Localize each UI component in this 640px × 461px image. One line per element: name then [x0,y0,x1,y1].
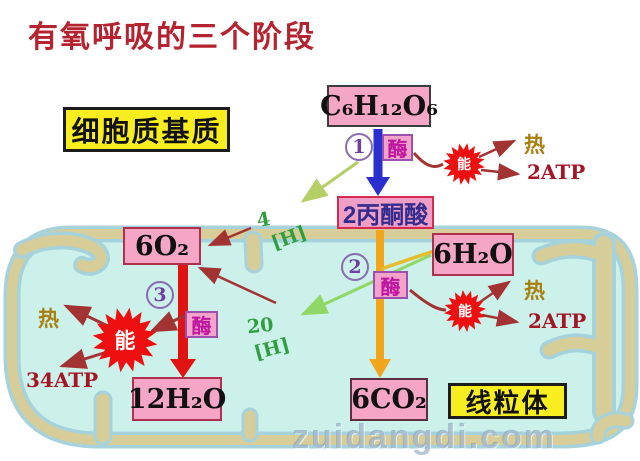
heat-label-stage1: 热 [524,134,545,157]
co2-box: 6CO₂ [350,378,428,421]
stage3-arrow [170,262,196,378]
atp-label-stage2: 2ATP [528,309,587,333]
watermark: zuidangdi.com [292,418,556,456]
hydrogen-count-stage2: 20 [245,313,275,339]
heat-label-stage3: 热 [38,308,59,331]
enzyme-label-stage2: 酶 [373,271,408,299]
connector-arrows [59,139,521,369]
water-in-box: 6H₂O [432,233,514,276]
cristae [13,230,635,446]
stage1-number: 1 [345,133,373,161]
stage3-number: 3 [146,281,174,309]
energy-glyph-stage2: 能 [458,303,472,319]
glucose-box: C₆H₁₂O₆ [320,85,438,127]
pyruvate-box: 2丙酮酸 [337,196,434,229]
energy-glyph-stage1: 能 [457,156,471,172]
water-out-box: 12H₂O [128,377,226,421]
stage2-number: 2 [341,253,369,281]
oxygen-box: 6O₂ [123,227,201,265]
stage1-arrow [366,129,390,196]
enzyme-label-stage3: 酶 [185,311,218,338]
enzyme-label-stage1: 酶 [382,134,413,161]
mitochondrion-label: 线粒体 [448,383,567,419]
atp-label-stage1: 2ATP [527,160,586,184]
energy-glyph-stage3: 能 [114,330,136,353]
cytoplasm-label: 细胞质基质 [63,107,230,152]
atp-label-stage3: 34ATP [26,368,99,392]
page-title: 有氧呼吸的三个阶段 [28,21,316,54]
heat-label-stage2: 热 [524,280,545,303]
